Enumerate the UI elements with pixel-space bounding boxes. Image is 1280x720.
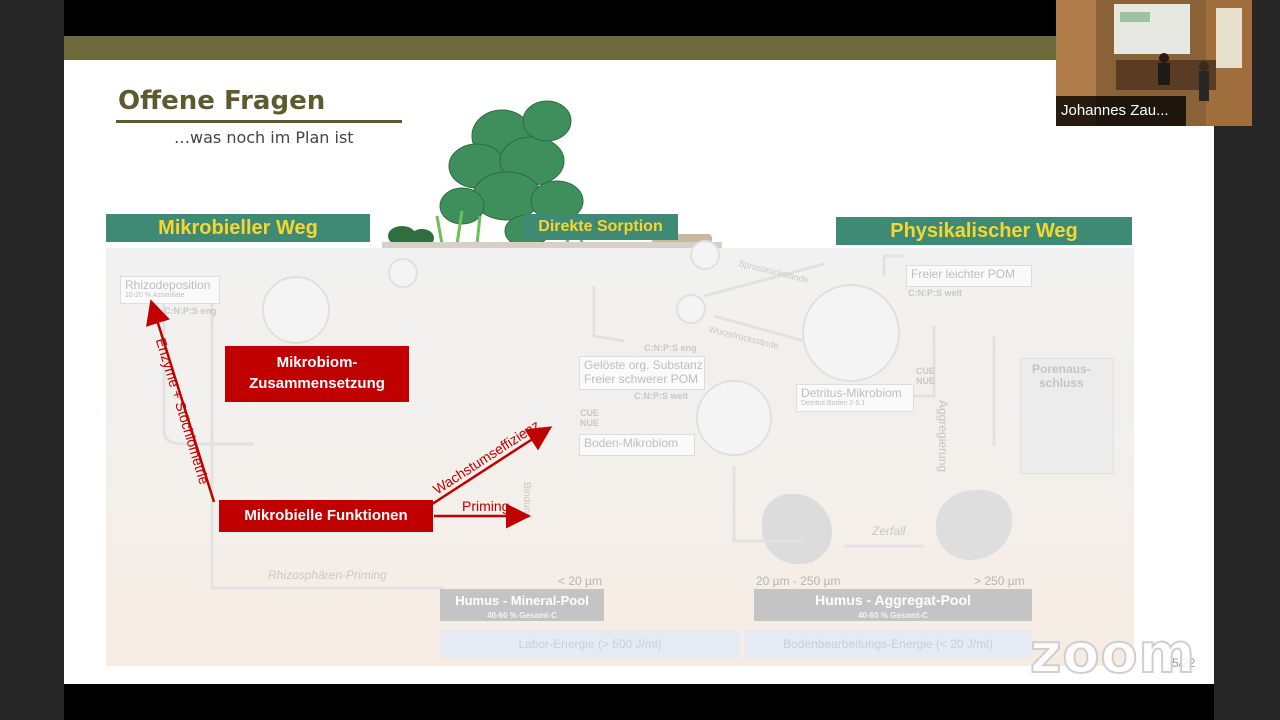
detritus-circle: [802, 284, 900, 382]
rhizosphaeren-label: Rhizosphären-Priming: [268, 568, 387, 582]
zoom-watermark: zoom: [1029, 621, 1196, 686]
rhizodeposition-box: Rhizodeposition 10-20 % Assimilate: [120, 276, 220, 304]
detritus-label: Detritus-Mikrobiom: [801, 386, 902, 400]
rhizo-microbe-circle: [262, 276, 330, 344]
soil-microbe-circle: [696, 380, 772, 456]
detritus-box: Detritus-Mikrobiom Detritus:Boden 2-5:1: [796, 384, 914, 412]
rhizodeposition-label: Rhizodeposition: [125, 278, 211, 292]
mineral-pool: Humus - Mineral-Pool 40-60 % Gesamt-C: [440, 589, 604, 621]
boden-energie-bar: Bodenbearbeitungs-Energie (< 20 J/ml): [744, 630, 1032, 658]
cnps-eng-mid: C:N:P:S eng: [644, 343, 697, 353]
participant-video-tile[interactable]: Johannes Zau...: [1056, 0, 1252, 126]
header-physikalischer-weg: Physikalischer Weg: [836, 217, 1132, 245]
bottom-letterbox: [64, 684, 1214, 720]
boden-mikrobiom-box: Boden-Mikrobiom: [579, 434, 695, 456]
aggregate-node-circle: [690, 240, 720, 270]
size-lt20: < 20 µm: [558, 574, 602, 588]
mineral-pool-sub: 40-60 % Gesamt-C: [487, 611, 557, 620]
rhizodeposition-sub: 10-20 % Assimilate: [125, 292, 185, 299]
plant-illustration: [382, 100, 722, 296]
aggregate-blob-right: [936, 490, 1012, 560]
porenaus-box: [1020, 358, 1114, 474]
slide-top-band: [64, 36, 1214, 60]
header-direkte-sorption: Direkte Sorption: [523, 214, 678, 240]
presentation-slide: Offene Fragen …was noch im Plan ist: [64, 36, 1214, 684]
root-node-circle: [388, 258, 418, 288]
cnps-eng-left: C:N:P:S eng: [164, 306, 217, 316]
slide-page-number: 5/22: [1172, 656, 1196, 670]
geloeste-line1: Gelöste org. Substanz: [584, 358, 703, 372]
residue-node-circle: [676, 294, 706, 324]
geloeste-line2: Freier schwerer POM: [584, 372, 699, 386]
cnps-weit-mid: C:N:P:S weit: [634, 391, 688, 401]
mikrobielle-funktionen-box: Mikrobielle Funktionen: [219, 500, 433, 532]
cue-nue-right: CUE NUE: [916, 366, 936, 386]
zerfall-label: Zerfall: [872, 524, 906, 538]
porenaus-label: Porenaus- schluss: [1032, 362, 1091, 390]
participant-name-label: Johannes Zau...: [1056, 96, 1186, 126]
top-letterbox: [64, 0, 1214, 36]
mineral-pool-label: Humus - Mineral-Pool: [455, 593, 589, 608]
aggregate-blob-mid: [762, 494, 832, 564]
title-underline: [116, 120, 402, 123]
aggregat-pool-sub: 40-60 % Gesamt-C: [858, 611, 928, 620]
freier-leichter-box: Freier leichter POM: [906, 265, 1032, 287]
cue-nue-mid: CUE NUE: [580, 408, 600, 428]
slide-title: Offene Fragen: [118, 86, 326, 116]
mikrobiom-zusammensetzung-box: Mikrobiom- Zusammensetzung: [225, 346, 409, 402]
faded-arrows: [162, 254, 996, 590]
detritus-sub: Detritus:Boden 2-5:1: [801, 400, 866, 407]
slide-subtitle: …was noch im Plan ist: [174, 128, 354, 147]
size-gt250: > 250 µm: [974, 574, 1025, 588]
header-mikrobieller-weg: Mikrobieller Weg: [106, 214, 370, 242]
left-letterbox: [0, 0, 64, 720]
labor-energie-bar: Labor-Energie (> 500 J/ml): [440, 630, 740, 658]
priming-label: Priming: [462, 498, 510, 514]
aggregat-pool-label: Humus - Aggregat-Pool: [815, 592, 971, 608]
geloeste-box: Gelöste org. Substanz Freier schwerer PO…: [579, 356, 705, 390]
aggregat-pool: Humus - Aggregat-Pool 40-60 % Gesamt-C: [754, 589, 1032, 621]
size-20-250: 20 µm - 250 µm: [756, 574, 841, 588]
cnps-weit-right: C:N:P:S weit: [908, 288, 962, 298]
red-arrows: [146, 299, 553, 529]
